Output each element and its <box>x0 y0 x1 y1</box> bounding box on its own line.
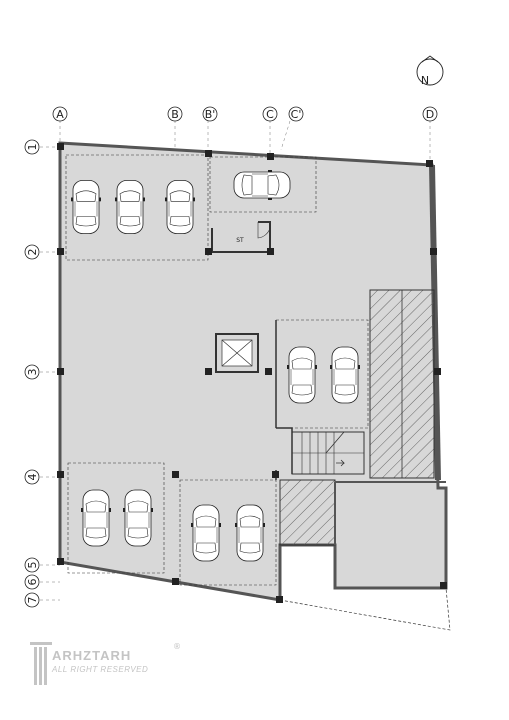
row-label-2: 2 <box>26 249 39 256</box>
row-grid-bubbles: 1 2 3 4 5 6 7 <box>24 139 40 608</box>
column-label-b-prime: B' <box>205 108 216 121</box>
wall <box>429 164 441 481</box>
row-label-3: 3 <box>26 369 39 376</box>
row-label-5: 5 <box>26 562 39 569</box>
row-label-1: 1 <box>26 144 39 151</box>
elevator-shaft <box>215 333 259 373</box>
column-label-a: A <box>56 108 64 121</box>
column-grid-bubbles: A B B' C C' D <box>52 106 438 151</box>
watermark-brand: ARHZTARH <box>52 648 132 663</box>
north-arrow-icon: N <box>416 55 444 87</box>
column-label-c-prime: C' <box>291 108 302 121</box>
column-label-d: D <box>426 108 434 121</box>
site-boundary <box>279 587 451 631</box>
watermark-logo: ARHZTARH ALL RIGHT RESERVED ® <box>30 640 190 690</box>
row-label-4: 4 <box>26 474 39 481</box>
pillar-logo-icon <box>30 642 52 685</box>
row-label-7: 7 <box>26 597 39 604</box>
staircase <box>276 427 365 475</box>
registered-mark: ® <box>173 642 181 651</box>
storage-label: ST <box>236 237 244 244</box>
column-label-b: B <box>171 108 179 121</box>
lower-ramp <box>279 479 446 546</box>
ramp <box>369 289 435 479</box>
parking-bays <box>65 154 369 586</box>
column-label-c: C <box>266 108 274 121</box>
watermark-rights: ALL RIGHT RESERVED <box>52 665 149 674</box>
row-label-6: 6 <box>26 579 39 586</box>
structural-columns <box>57 143 447 603</box>
north-label: N <box>421 74 429 87</box>
